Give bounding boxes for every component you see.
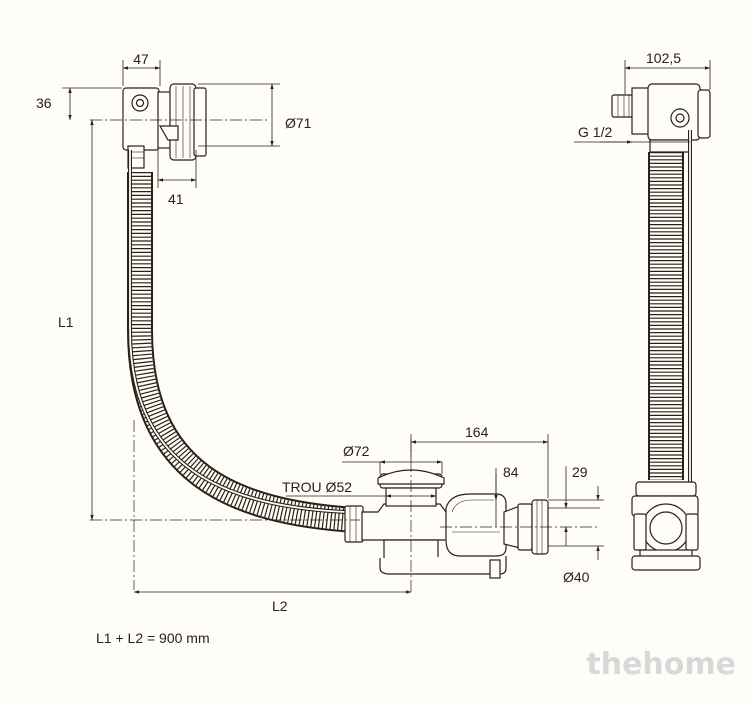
waste-valve-body: [344, 469, 549, 579]
dimension-36: 36: [36, 95, 52, 111]
dimension-diameter-72: Ø72: [343, 443, 370, 459]
dimension-84: 84: [503, 464, 519, 480]
dimension-diameter-71: Ø71: [285, 115, 312, 131]
dimension-hole-52: TROU Ø52: [282, 479, 352, 495]
side-view-hose: [648, 130, 692, 490]
side-view-waste-body: [631, 481, 701, 571]
dimension-diameter-40: Ø40: [563, 569, 590, 585]
dimension-164: 164: [465, 424, 489, 440]
length-formula: L1 + L2 = 900 mm: [96, 630, 210, 646]
dimension-102-5: 102,5: [646, 50, 681, 66]
dimension-41: 41: [168, 191, 184, 207]
flexible-hose: [127, 150, 356, 533]
overflow-head: [122, 83, 207, 169]
dimension-29: 29: [572, 464, 588, 480]
dimension-l1: L1: [58, 314, 74, 330]
watermark-logo: thehome: [586, 647, 736, 682]
dimension-47: 47: [133, 51, 149, 67]
thread-label-g-1-2: G 1/2: [578, 124, 612, 140]
side-view-overflow-head: [611, 83, 711, 153]
dimension-l2: L2: [272, 598, 288, 614]
